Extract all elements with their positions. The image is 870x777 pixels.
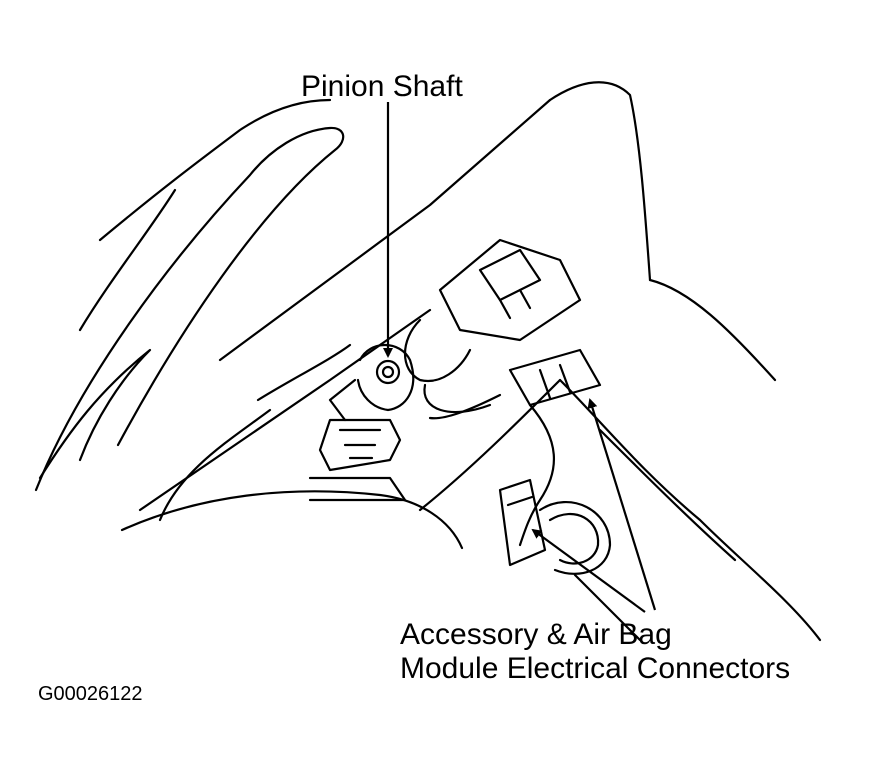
column-cover-upper: [218, 98, 552, 362]
harness-loop-upper: [404, 318, 472, 383]
dash-upper-curve: [98, 98, 332, 242]
steering-wheel-outline: [34, 126, 345, 492]
right-connector-body: [508, 348, 602, 407]
column-jacket-lower: [573, 573, 642, 642]
lower-bracket: [318, 418, 402, 472]
steering-wheel-inner: [38, 348, 152, 480]
upper-connector-latch: [498, 288, 532, 320]
pinion-shaft-label: Pinion Shaft: [301, 70, 463, 103]
dash-panel-right-lower: [648, 278, 777, 382]
column-shroud-left: [158, 408, 272, 522]
right-connector-ridges: [538, 363, 572, 400]
connector-leader-lower: [531, 528, 646, 613]
bottom-connector-body: [498, 478, 547, 567]
bottom-connector-notch: [506, 495, 534, 507]
pinion-shaft-bracket: [356, 344, 415, 412]
column-shroud-lower: [120, 490, 464, 550]
lower-bracket-fins: [338, 428, 382, 460]
harness-loop-lower: [423, 383, 492, 414]
knee-bolster-inner: [598, 428, 737, 562]
connectors-label-line2: Module Electrical Connectors: [400, 652, 791, 685]
wire-harness-main: [518, 403, 556, 547]
connector-leader-upper: [587, 398, 657, 611]
lower-bracket-base: [308, 476, 407, 502]
column-shroud-front: [418, 378, 562, 512]
pinion-shaft-bolt-inner: [381, 365, 395, 379]
wire-harness-branch: [428, 393, 502, 420]
dash-panel-right: [548, 81, 652, 282]
steering-wheel-spoke: [78, 188, 177, 332]
knee-bolster: [558, 378, 822, 642]
connectors-label-line1: Accessory & Air Bag: [400, 618, 672, 651]
column-jacket-ring-inner: [548, 512, 600, 565]
figure-code: G00026122: [38, 683, 143, 705]
column-jacket-ring-outer: [538, 500, 612, 575]
pinion-shaft-bolt: [375, 359, 401, 385]
upper-connector-tab: [478, 248, 542, 302]
pinion-shaft-clip: [328, 378, 357, 422]
column-cover-lower: [138, 308, 432, 512]
column-cover-edge: [256, 343, 352, 402]
upper-connector-body: [438, 238, 582, 342]
